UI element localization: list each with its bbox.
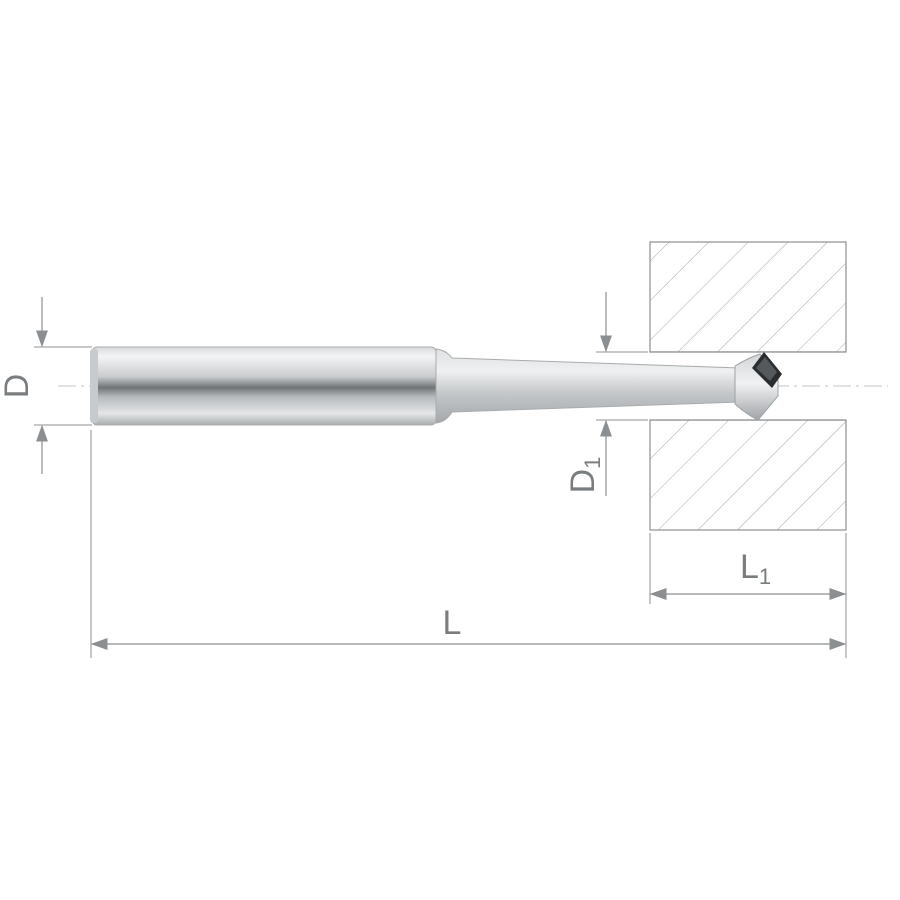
- tool-cutting-insert-face: [756, 357, 777, 381]
- workpiece-lower-block: [649, 419, 847, 531]
- label-d1-sub: 1: [580, 457, 605, 469]
- tool-shank-end: [90, 349, 98, 423]
- dimension-d: D: [0, 297, 92, 474]
- label-l1-sub: 1: [759, 564, 771, 589]
- label-d1: D1: [564, 457, 605, 494]
- label-l1-main: L: [740, 548, 759, 586]
- tool-shank: [91, 346, 437, 426]
- label-d1-main: D: [564, 469, 602, 494]
- label-l: L: [443, 604, 462, 642]
- milling-tool: [90, 346, 782, 426]
- label-l1: L1: [740, 548, 771, 589]
- label-d: D: [0, 374, 36, 399]
- dimension-l1: L1: [649, 533, 847, 658]
- workpiece-upper-block: [649, 241, 847, 353]
- dimension-d1: D1: [564, 292, 648, 496]
- dimension-l: L: [90, 430, 847, 658]
